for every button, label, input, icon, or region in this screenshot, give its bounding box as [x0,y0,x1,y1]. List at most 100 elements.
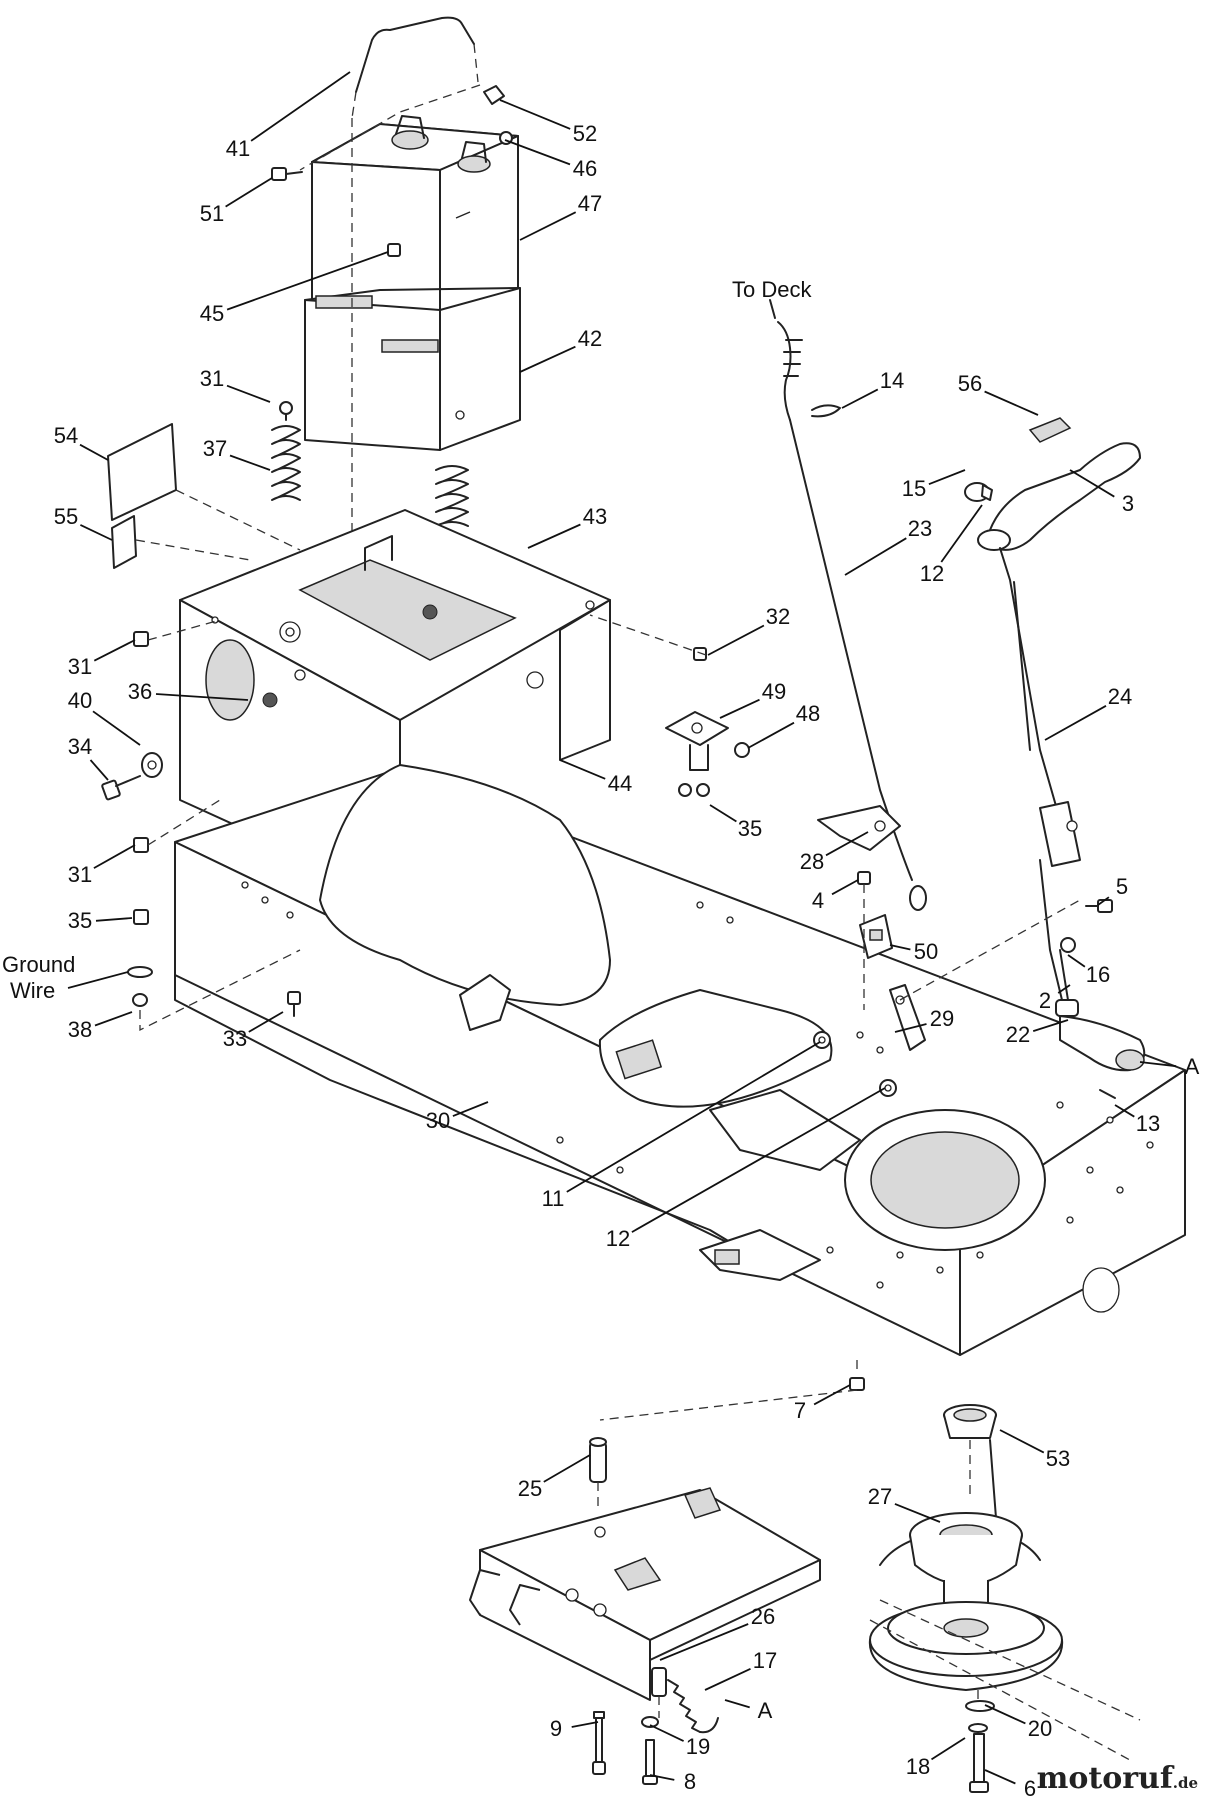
bolt-31-lower [133,837,149,853]
leader-47 [519,211,577,241]
callout-53: 53 [1046,1446,1070,1471]
leader-13 [1114,1104,1135,1118]
leader-29 [894,1023,927,1033]
leader-19 [649,1724,684,1742]
callout-49: 49 [762,679,786,704]
leader-37 [229,454,271,471]
battery-tray [304,287,521,451]
nuts-35 [678,783,710,797]
callout-A: A [758,1698,773,1723]
seat-switch [665,711,729,771]
washer-19 [641,1716,659,1728]
leader-40 [92,710,141,746]
bolt-9 [592,1711,606,1775]
leader-22 [1032,1019,1069,1032]
note-to-deck: To Deck [732,277,812,302]
callout-6: 6 [1024,1776,1036,1800]
callout-45: 45 [200,301,224,326]
callout-17: 17 [753,1648,777,1673]
callout-31: 31 [68,862,92,887]
leader-31 [226,384,271,403]
leader-30 [452,1101,489,1117]
leader-11 [566,1041,821,1193]
switch-bracket-28 [817,805,901,851]
engine-pulley-53 [943,1404,997,1439]
nut-35-left [133,909,149,925]
spacer-25 [589,1437,607,1483]
leader-27 [894,1503,941,1523]
bolt-34 [101,775,141,801]
leader-41 [250,71,351,142]
seat-spring-right [435,465,469,527]
callout-8: 8 [684,1769,696,1794]
callout-7: 7 [794,1398,806,1423]
callout-11: 11 [542,1186,565,1211]
callout-33: 33 [223,1026,247,1051]
callout-41: 41 [226,136,250,161]
battery-hold-down-rod [351,16,479,119]
leader-53 [999,1429,1045,1454]
leader-12 [940,504,983,563]
bolt-4 [857,871,871,885]
main-frame [174,764,1186,1356]
bolt-45 [387,243,401,257]
variable-pulley-27 [868,1512,1064,1691]
callout-35: 35 [738,816,762,841]
lift-arm-A [1059,1015,1146,1072]
return-spring-17 [667,1679,719,1734]
pedal-bracket [469,1487,821,1701]
leader-34 [89,759,109,781]
callout-16: 16 [1086,962,1110,987]
callout-A: A [1185,1054,1200,1079]
callout-32: 32 [766,604,790,629]
callout-36: 36 [128,679,152,704]
nut-48 [734,742,750,758]
leader-A [724,1699,750,1709]
leader-35 [95,917,133,922]
callout-12: 12 [920,561,944,586]
callout-46: 46 [573,156,597,181]
watermark-tld: .de [1172,1774,1198,1792]
leader-48 [747,721,795,749]
bolt-32 [693,647,707,661]
callout-18: 18 [906,1754,930,1779]
callout-28: 28 [800,849,824,874]
leader-38 [94,1011,133,1027]
bushing-26 [651,1667,667,1697]
watermark-logo: motoruf.de [1037,1761,1198,1796]
hairpin-14 [811,404,841,418]
callout-44: 44 [608,771,632,796]
leader-52 [499,99,571,130]
seat-spring-left [271,401,301,501]
callout-23: 23 [908,516,932,541]
washer-20 [965,1700,995,1712]
callout-15: 15 [902,476,926,501]
callout-9: 9 [550,1716,562,1741]
callout-25: 25 [518,1476,542,1501]
leader-7 [813,1384,851,1406]
callout-34: 34 [68,734,92,759]
callout-4: 4 [812,888,824,913]
spacer-40 [141,752,163,778]
leader-23 [844,537,907,576]
leader-44 [559,759,606,780]
decal-55 [111,515,137,569]
nut-11 [813,1031,831,1049]
ground-washer [127,966,153,978]
leader-A [1139,1061,1177,1068]
callout-19: 19 [686,1734,710,1759]
callout-37: 37 [203,436,227,461]
leader-36 [155,693,249,701]
bolt-31-upper [133,631,149,647]
leader-9 [571,1721,599,1728]
callout-54: 54 [54,423,78,448]
callout-42: 42 [578,326,602,351]
callout-35: 35 [68,908,92,933]
leader-12 [631,1087,886,1233]
wing-nut [483,85,505,105]
callout-38: 38 [68,1017,92,1042]
ground-wire-leader [67,971,129,989]
cotter-13 [1099,1089,1116,1099]
bolt-6 [969,1733,989,1793]
